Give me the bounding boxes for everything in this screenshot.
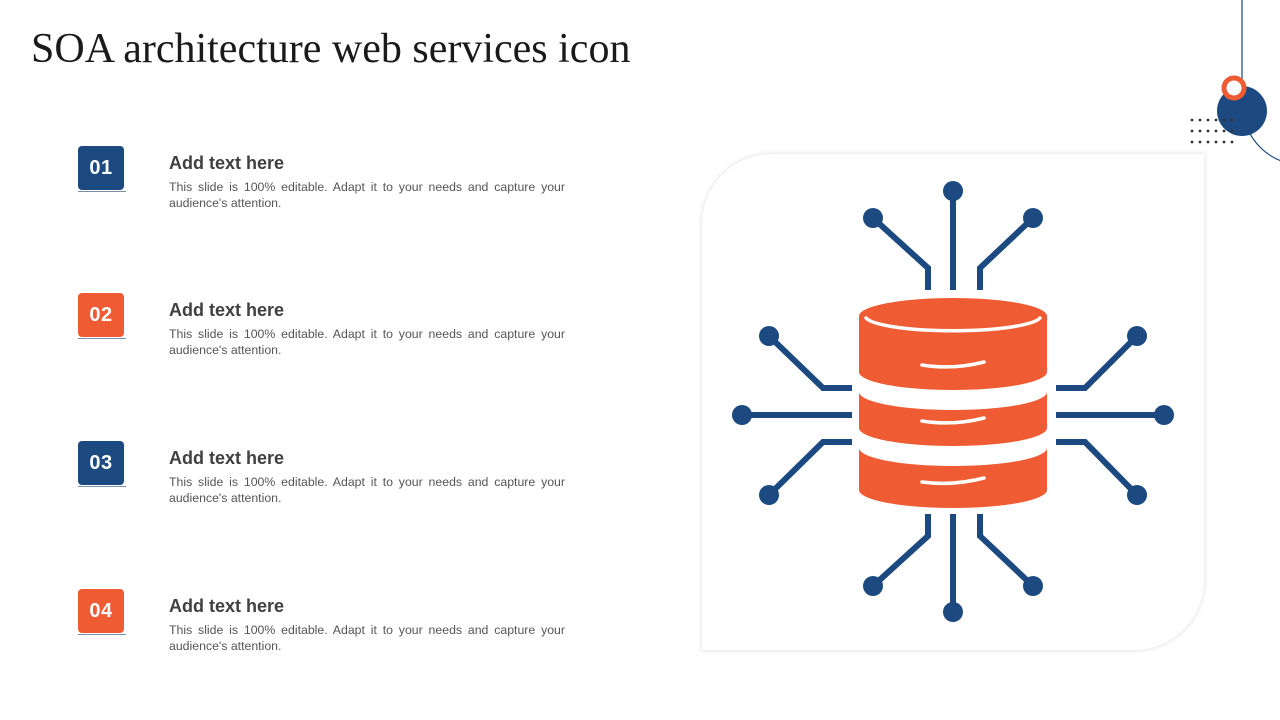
number-badge: 01: [78, 146, 126, 192]
item-heading: Add text here: [169, 596, 285, 616]
item-description: This slide is 100% editable. Adapt it to…: [169, 327, 565, 357]
list-item-01: 01 Add text here This slide is 100% edit…: [78, 146, 578, 226]
item-description: This slide is 100% editable. Adapt it to…: [169, 475, 565, 505]
database-network-icon: [732, 181, 1174, 622]
number-badge: 03: [78, 441, 126, 487]
item-heading: Add text here: [169, 300, 285, 320]
item-heading: Add text here: [169, 448, 285, 468]
number-badge: 02: [78, 293, 126, 339]
list-item-02: 02 Add text here This slide is 100% edit…: [78, 293, 578, 373]
list-item-04: 04 Add text here This slide is 100% edit…: [78, 589, 578, 669]
item-description: This slide is 100% editable. Adapt it to…: [169, 623, 565, 653]
item-description: This slide is 100% editable. Adapt it to…: [169, 180, 565, 210]
list-item-03: 03 Add text here This slide is 100% edit…: [78, 441, 578, 521]
item-heading: Add text here: [169, 153, 285, 173]
icon-card: [702, 154, 1204, 650]
circle-dots-decoration: [1190, 0, 1280, 162]
slide-title: SOA architecture web services icon: [31, 26, 631, 72]
number-badge: 04: [78, 589, 126, 635]
